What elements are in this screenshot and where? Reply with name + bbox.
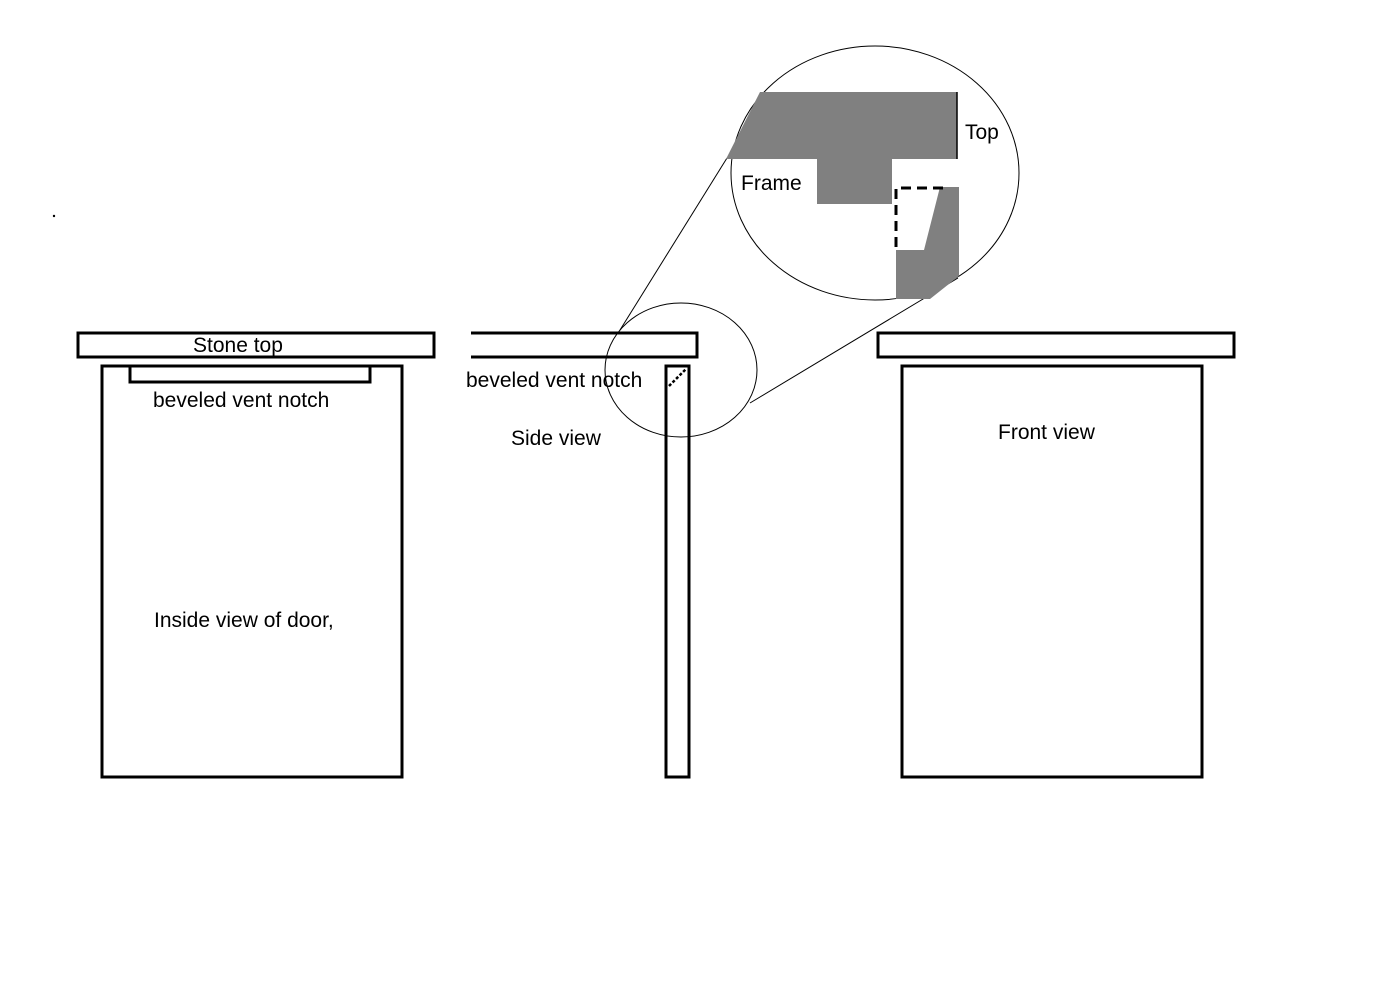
side-door-edge [664, 364, 691, 779]
detail-top-label: Top [965, 121, 999, 144]
stray-dot [52, 214, 56, 218]
detail-callout-group: Top Frame [726, 45, 1020, 301]
inside-door-panel [100, 364, 404, 779]
front-view-group: Front view [876, 331, 1236, 779]
side-view-group: beveled vent notch Side view [466, 157, 959, 779]
detail-frame-bevel [896, 187, 959, 299]
inside-view-group: Stone top beveled vent notch Inside view… [76, 331, 436, 779]
inside-vent-notch [128, 364, 372, 384]
detail-top-section [726, 92, 957, 204]
side-stone-top [471, 331, 699, 359]
detail-notch-dashed [894, 186, 943, 247]
inside-view-label: Inside view of door, [154, 609, 334, 632]
inside-vent-notch-label: beveled vent notch [153, 389, 329, 412]
side-vent-notch-bevel [668, 368, 687, 387]
magnify-connector-upper [619, 157, 728, 331]
detail-frame-label: Frame [741, 172, 802, 195]
magnify-source-circle [604, 302, 758, 438]
front-stone-top [876, 331, 1236, 359]
stone-top-label: Stone top [193, 334, 283, 357]
front-door-panel [900, 364, 1204, 779]
side-view-label: Side view [511, 427, 602, 450]
side-vent-notch-label: beveled vent notch [466, 369, 642, 392]
inside-stone-top [76, 331, 436, 359]
front-view-label: Front view [998, 421, 1096, 444]
